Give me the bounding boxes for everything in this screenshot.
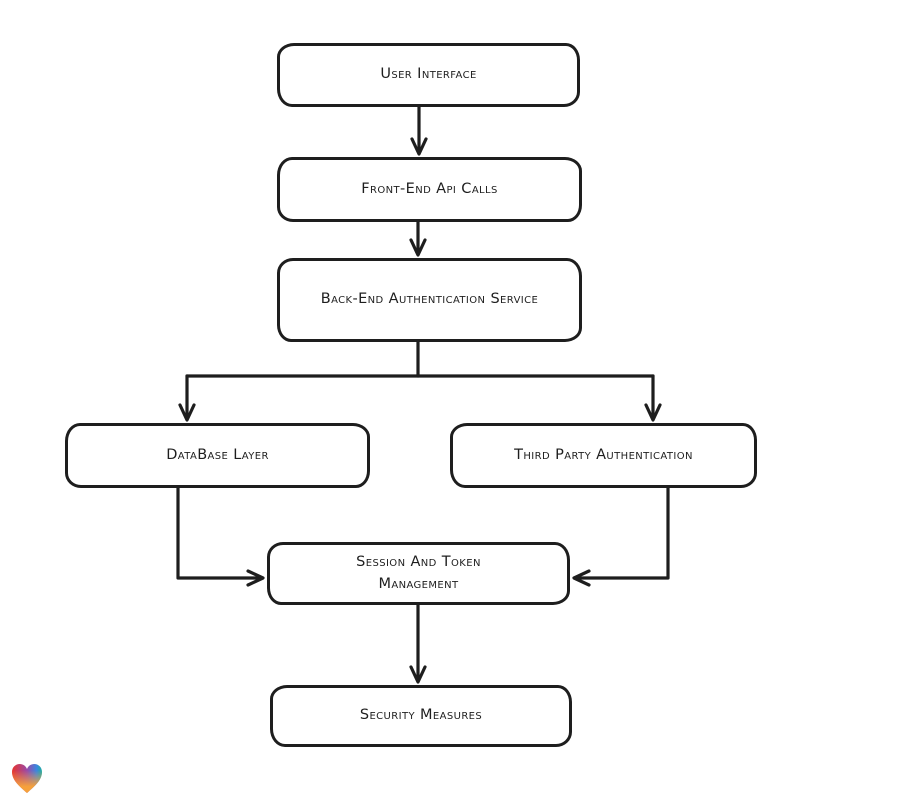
edge-back-end-to-third-party-authentication xyxy=(644,374,662,422)
node-third-party-authentication: Third Party Authentication xyxy=(450,423,757,488)
node-label: DataBase Layer xyxy=(166,446,269,463)
edge-front-end-api-calls-to-back-end-authentication-service xyxy=(409,219,427,257)
node-security-measures: Security Measures xyxy=(270,685,572,747)
edge-third-party-to-session-management xyxy=(572,485,670,587)
node-session-and-token-management: Session And Token Management xyxy=(267,542,570,605)
node-label: Security Measures xyxy=(359,707,483,724)
node-back-end-authentication-service: Back-End Authentication Service xyxy=(277,258,582,342)
node-label: Front-End Api Calls xyxy=(361,180,498,197)
node-label: Third Party Authentication xyxy=(514,446,693,463)
edge-back-end-to-database-layer xyxy=(178,374,196,422)
node-label: User Interface xyxy=(380,66,477,83)
edge-session-management-to-security-measures xyxy=(409,602,427,684)
node-label: Session And Token Management xyxy=(356,553,481,592)
node-user-interface: User Interface xyxy=(277,43,580,107)
node-front-end-api-calls: Front-End Api Calls xyxy=(277,157,582,222)
gradient-heart-logo xyxy=(10,762,44,796)
heart-icon xyxy=(12,764,42,793)
edge-database-layer-to-session-management xyxy=(176,485,265,587)
node-label: Back-End Authentication Service xyxy=(320,291,539,308)
edge-user-interface-to-front-end-api-calls xyxy=(410,105,428,156)
node-database-layer: DataBase Layer xyxy=(65,423,370,488)
edge-back-end-branch-trunk xyxy=(185,339,655,378)
